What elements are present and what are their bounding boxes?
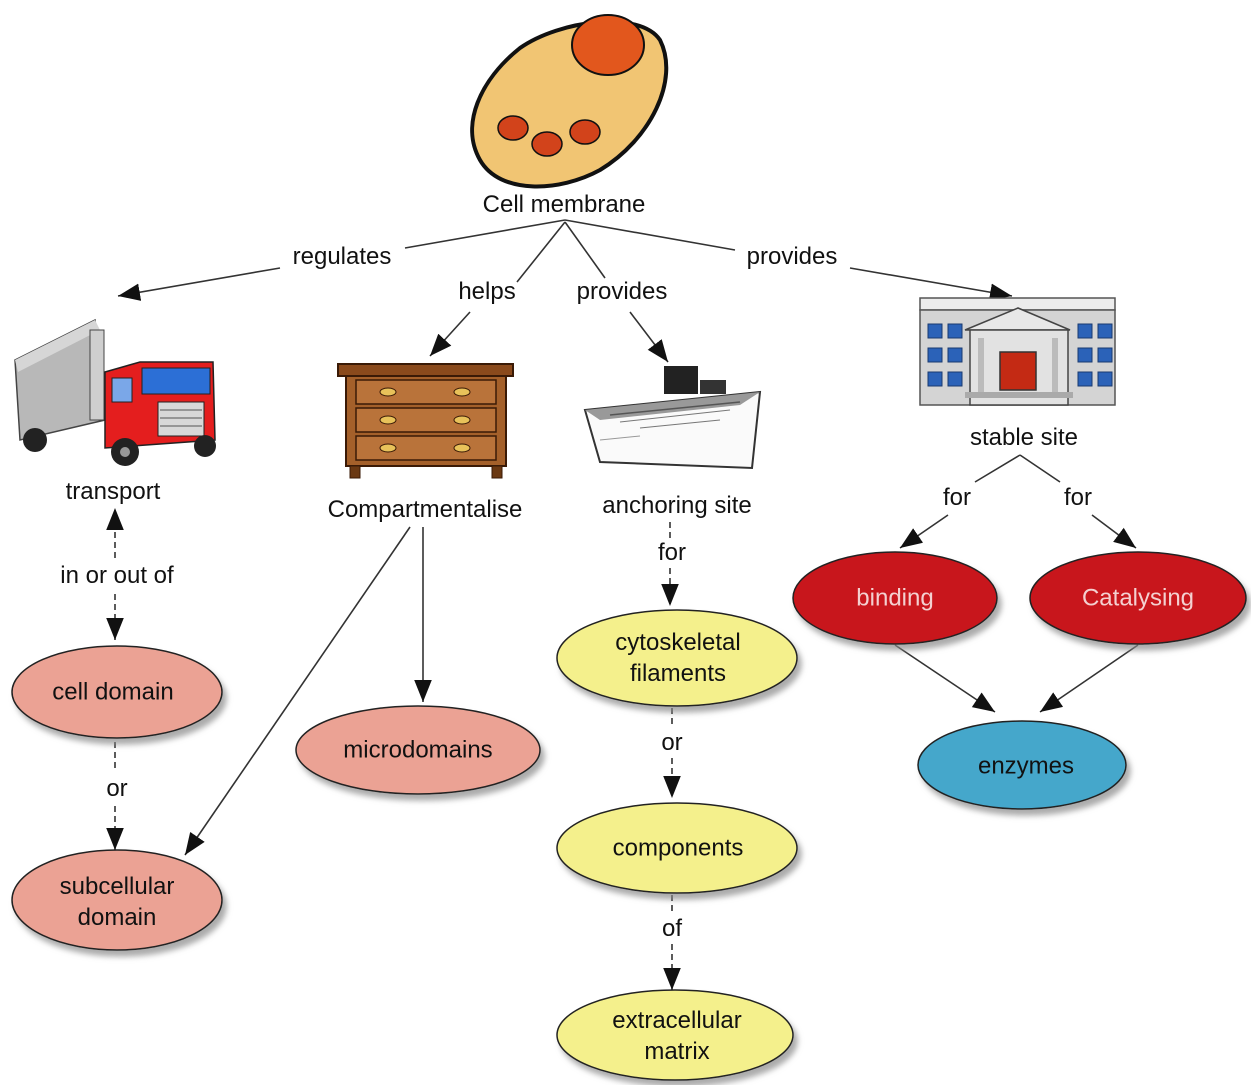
edge-for-binding	[900, 454, 1021, 548]
node-text-binding: binding	[856, 584, 934, 612]
ellipse-cytoskeletal	[556, 609, 798, 707]
node-label-transport: transport	[65, 478, 161, 505]
edge-label-of-matrix: of	[661, 915, 683, 942]
root-label: Cell membrane	[482, 191, 646, 218]
ellipse-subcellular-domain	[11, 849, 223, 951]
edge-provides-site	[564, 219, 1012, 296]
node-label-compartmentalise: Compartmentalise	[327, 496, 523, 523]
edge-label-or-domain: or	[106, 775, 128, 802]
edge-label-regulates: regulates	[292, 243, 392, 270]
ellipse-components	[556, 802, 798, 894]
ship-icon	[583, 366, 762, 470]
edge-label-for-cyto: for	[657, 539, 687, 566]
node-label-stable-site: stable site	[969, 424, 1079, 451]
node-text-extracellular-matrix: extracellular matrix	[612, 1006, 742, 1065]
edge-for-catalysing	[1019, 454, 1136, 548]
ellipse-enzymes	[917, 720, 1127, 810]
edge-regulates	[118, 219, 566, 296]
edge-label-helps: helps	[458, 278, 516, 305]
edge-helps	[430, 221, 566, 356]
edge-label-for-catalysing: for	[1063, 484, 1093, 511]
ellipse-catalysing	[1029, 551, 1247, 645]
node-text-cytoskeletal-filaments: cytoskeletal filaments	[615, 628, 741, 687]
ellipses	[11, 551, 1247, 1081]
ellipse-extracellular	[556, 989, 794, 1081]
edge-label-or-cyto: or	[661, 729, 683, 756]
edge-compart-subcellular	[184, 526, 411, 856]
edge-label-in-or-out-of: in or out of	[60, 562, 174, 589]
building-icon	[919, 297, 1116, 406]
node-label-anchoring-site: anchoring site	[602, 492, 752, 519]
edge-provides-anchor	[564, 221, 668, 362]
ellipse-microdomains	[295, 705, 541, 795]
ellipse-binding	[792, 551, 998, 645]
node-text-cell-domain: cell domain	[52, 678, 174, 706]
edge-catalysing-enzymes	[1039, 644, 1139, 713]
node-text-enzymes: enzymes	[977, 752, 1075, 780]
node-text-subcellular-domain: subcellular domain	[59, 872, 175, 931]
edge-label-provides-anchor: provides	[576, 278, 668, 305]
ellipse-cell-domain	[11, 645, 223, 739]
edge-label-provides-site: provides	[746, 243, 838, 270]
node-text-catalysing: Catalysing	[1081, 584, 1195, 612]
cell-icon	[470, 14, 669, 189]
edge-binding-enzymes	[894, 644, 996, 713]
node-text-microdomains: microdomains	[343, 736, 493, 764]
node-text-components: components	[612, 834, 744, 862]
dresser-icon	[337, 363, 514, 479]
edge-label-for-binding: for	[942, 484, 972, 511]
connectors	[115, 219, 1139, 990]
truck-icon	[14, 318, 216, 466]
